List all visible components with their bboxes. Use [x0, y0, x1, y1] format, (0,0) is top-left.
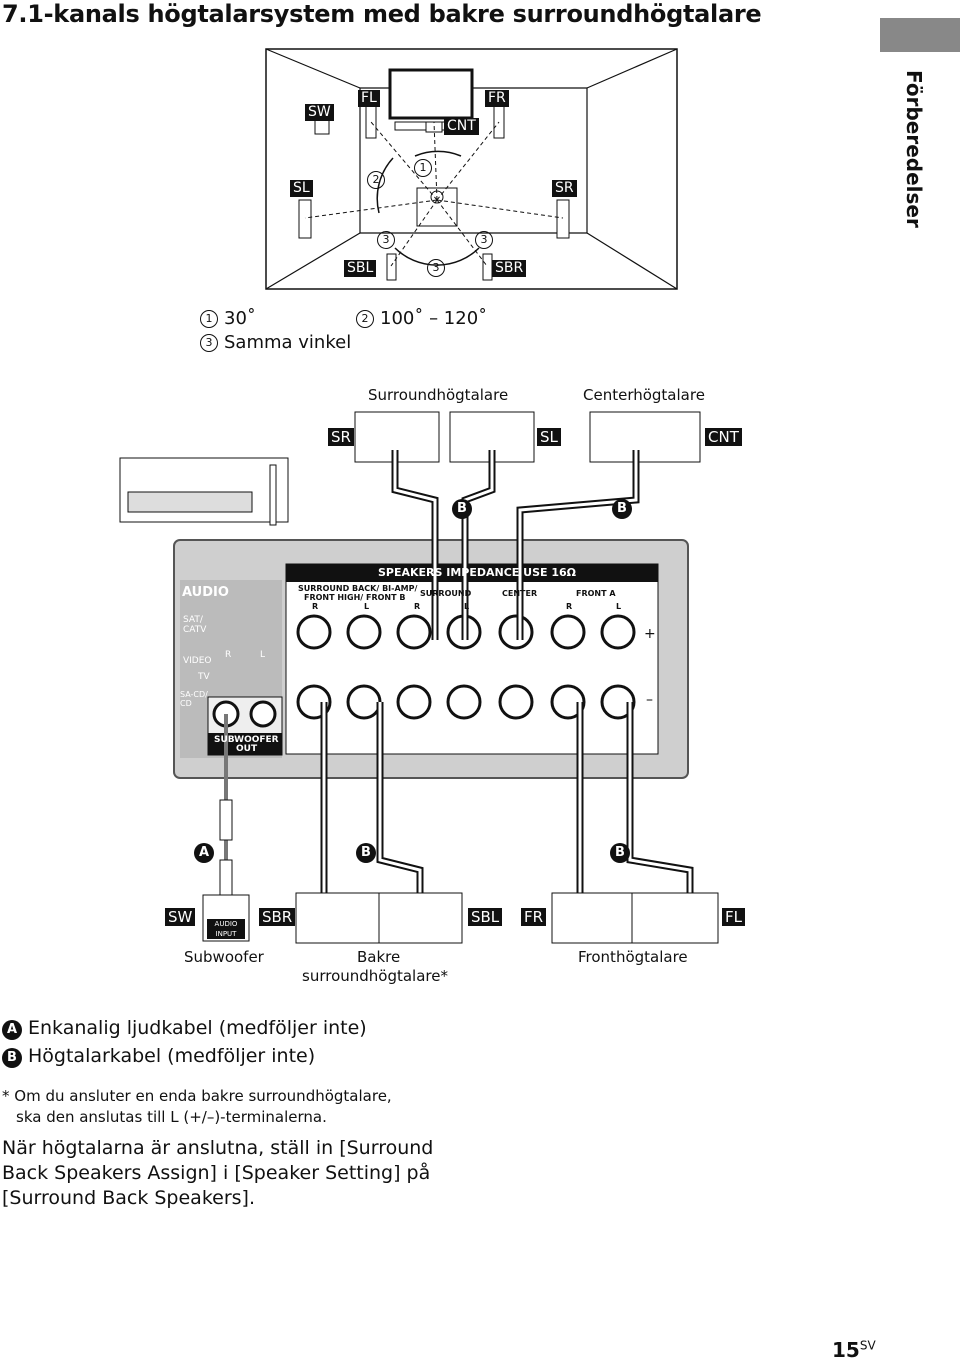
cnt-speaker-box — [589, 411, 701, 463]
panel-speakers-heading: SPEAKERS IMPEDANCE USE 16Ω — [378, 566, 577, 579]
room-label-sbr: SBR — [492, 260, 527, 277]
wiring-tag-sbr: SBR — [259, 908, 296, 926]
speaker-terminal-section — [285, 563, 659, 755]
instruction-line3: [Surround Back Speakers]. — [2, 1187, 255, 1209]
footnote-line2: ska den anslutas till L (+/–)-terminaler… — [16, 1108, 327, 1126]
room-label-fl: FL — [358, 90, 380, 107]
wiring-tag-fr: FR — [521, 908, 547, 926]
panel-label-tv: TV — [198, 672, 210, 682]
rca-plug-bottom — [219, 859, 233, 901]
panel-label-audio: AUDIO — [182, 585, 229, 600]
panel-r-1: R — [312, 602, 319, 611]
panel-l-2: L — [464, 602, 470, 611]
section-tab-marker — [880, 18, 960, 52]
page-number: 15SV — [832, 1338, 876, 1362]
room-label-fr: FR — [485, 90, 509, 107]
wiring-tag-sl: SL — [537, 428, 561, 446]
angle-marker-1: 1 — [414, 159, 432, 177]
page-title: 7.1-kanals högtalarsystem med bakre surr… — [2, 0, 762, 28]
instruction-line2: Back Speakers Assign] i [Speaker Setting… — [2, 1162, 431, 1184]
room-label-cnt: CNT — [444, 118, 479, 135]
caption-center-speaker: Centerhögtalare — [583, 386, 705, 404]
caption-back-line1: Bakre — [357, 948, 401, 966]
sbl-speaker-icon — [386, 253, 397, 281]
panel-label-sat-catv: SAT/ CATV — [183, 615, 207, 635]
caption-back-line2: surroundhögtalare* — [302, 967, 448, 985]
panel-minus: – — [646, 692, 653, 708]
wiring-tag-sw: SW — [165, 908, 196, 926]
room-label-sbl: SBL — [344, 260, 377, 277]
rca-plug-top — [219, 799, 233, 841]
room-layout-diagram — [265, 48, 678, 290]
angle-marker-3-back: 3 — [427, 259, 445, 277]
sl-speaker-icon — [298, 199, 312, 239]
wiring-tag-sbl: SBL — [468, 908, 503, 926]
wiring-diagram — [119, 411, 719, 944]
footnote-line1: * Om du ansluter en enda bakre surroundh… — [2, 1087, 392, 1105]
front-speakers-box — [551, 892, 719, 944]
panel-r-3: R — [566, 602, 573, 611]
cable-a-marker: A — [194, 843, 214, 863]
caption-surround-speakers: Surroundhögtalare — [368, 386, 509, 404]
angle-marker-3-left: 3 — [377, 231, 395, 249]
sr-speaker-icon — [556, 199, 570, 239]
angle-marker-2: 2 — [367, 171, 385, 189]
panel-plus: + — [644, 626, 656, 642]
panel-group2: SURROUND — [420, 589, 472, 598]
panel-label-video: VIDEO — [183, 656, 212, 666]
room-label-sr: SR — [552, 180, 577, 197]
cable-b-marker-1: B — [452, 499, 472, 519]
panel-label-subwoofer: SUBWOOFER — [214, 735, 279, 745]
cable-b-marker-2: B — [612, 499, 632, 519]
room-label-sl: SL — [290, 180, 313, 197]
tv-icon — [388, 68, 474, 120]
caption-front-speakers: Fronthögtalare — [578, 948, 688, 966]
cable-b-marker-3: B — [356, 843, 376, 863]
panel-group3: CENTER — [502, 589, 538, 598]
panel-r-2: R — [414, 602, 421, 611]
panel-l-3: L — [616, 602, 622, 611]
cable-b-marker-4: B — [610, 843, 630, 863]
panel-l-audio: L — [260, 650, 266, 660]
caption-subwoofer: Subwoofer — [184, 948, 264, 966]
panel-group1-line1: SURROUND BACK/ BI-AMP/ — [298, 584, 418, 593]
wiring-tag-fl: FL — [722, 908, 745, 926]
panel-label-sa-cd: SA-CD/ CD — [180, 690, 208, 708]
panel-group1-line2: FRONT HIGH/ FRONT B — [304, 593, 406, 602]
panel-l-1: L — [364, 602, 370, 611]
panel-label-out: OUT — [236, 744, 258, 754]
wiring-tag-sr: SR — [328, 428, 354, 446]
room-label-sw: SW — [305, 104, 334, 121]
instruction-line1: När högtalarna är anslutna, ställ in [Su… — [2, 1137, 434, 1159]
angle-marker-3-right: 3 — [475, 231, 493, 249]
panel-group4: FRONT A — [576, 589, 616, 598]
panel-r-audio: R — [225, 650, 232, 660]
wiring-tag-cnt: CNT — [705, 428, 742, 446]
